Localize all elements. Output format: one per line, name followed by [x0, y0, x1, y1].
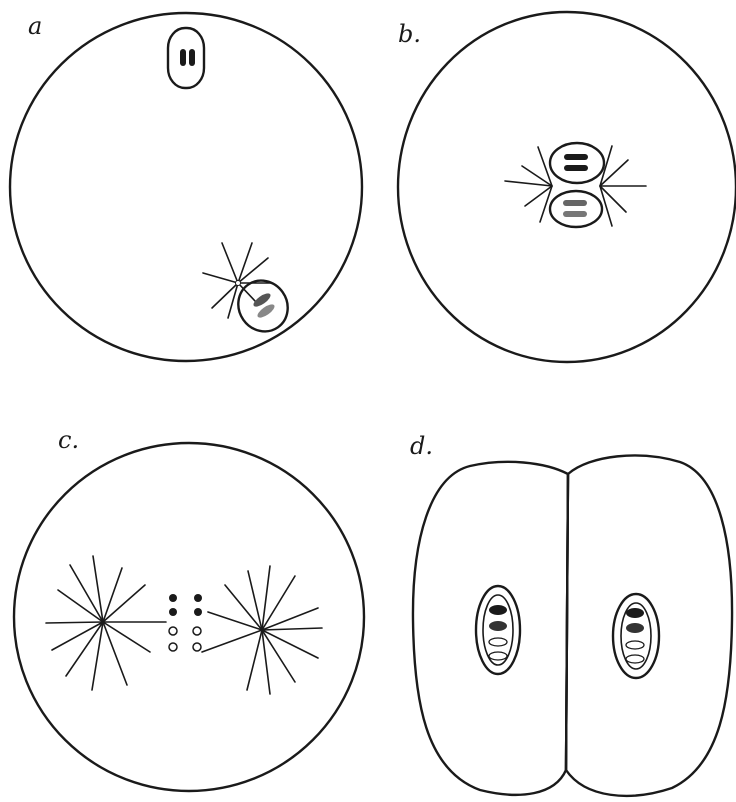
chromosome-b2 — [564, 165, 588, 171]
cleavage-furrow-d — [566, 474, 568, 770]
chromosome-d3 — [489, 638, 507, 646]
nucleus-lower-b — [550, 191, 602, 227]
cell-outline-c — [14, 443, 364, 791]
nucleus-right-d — [613, 594, 659, 678]
chromosome-a2 — [189, 49, 195, 66]
chromosome-d8 — [626, 655, 644, 663]
cell-outline-b — [398, 12, 736, 362]
panel-d — [413, 456, 732, 796]
panel-b — [398, 12, 736, 362]
chromosome-b1 — [564, 154, 588, 160]
chromosome-d1 — [489, 605, 507, 615]
panel-c — [14, 443, 364, 791]
chromosome-d5 — [626, 608, 644, 618]
chromosome-d4 — [489, 652, 507, 660]
aster-c-left — [46, 556, 166, 690]
nucleus-upper-b — [550, 143, 604, 183]
blastomere-right-d — [566, 456, 732, 796]
cell-outline-a — [10, 13, 362, 361]
panel-a — [10, 13, 362, 361]
chromosome-d7 — [626, 641, 644, 649]
chromosome-a1 — [180, 49, 186, 66]
aster-c-right — [202, 566, 322, 694]
aster-b-left — [505, 147, 552, 222]
aster-b-right — [600, 146, 646, 226]
chromosome-b3 — [563, 200, 587, 206]
chromosome-d6 — [626, 623, 644, 633]
chromosome-d2 — [489, 621, 507, 631]
chromosome-group-c — [169, 594, 202, 651]
chromosome-b4 — [563, 211, 587, 217]
centrosome-a — [236, 281, 241, 286]
